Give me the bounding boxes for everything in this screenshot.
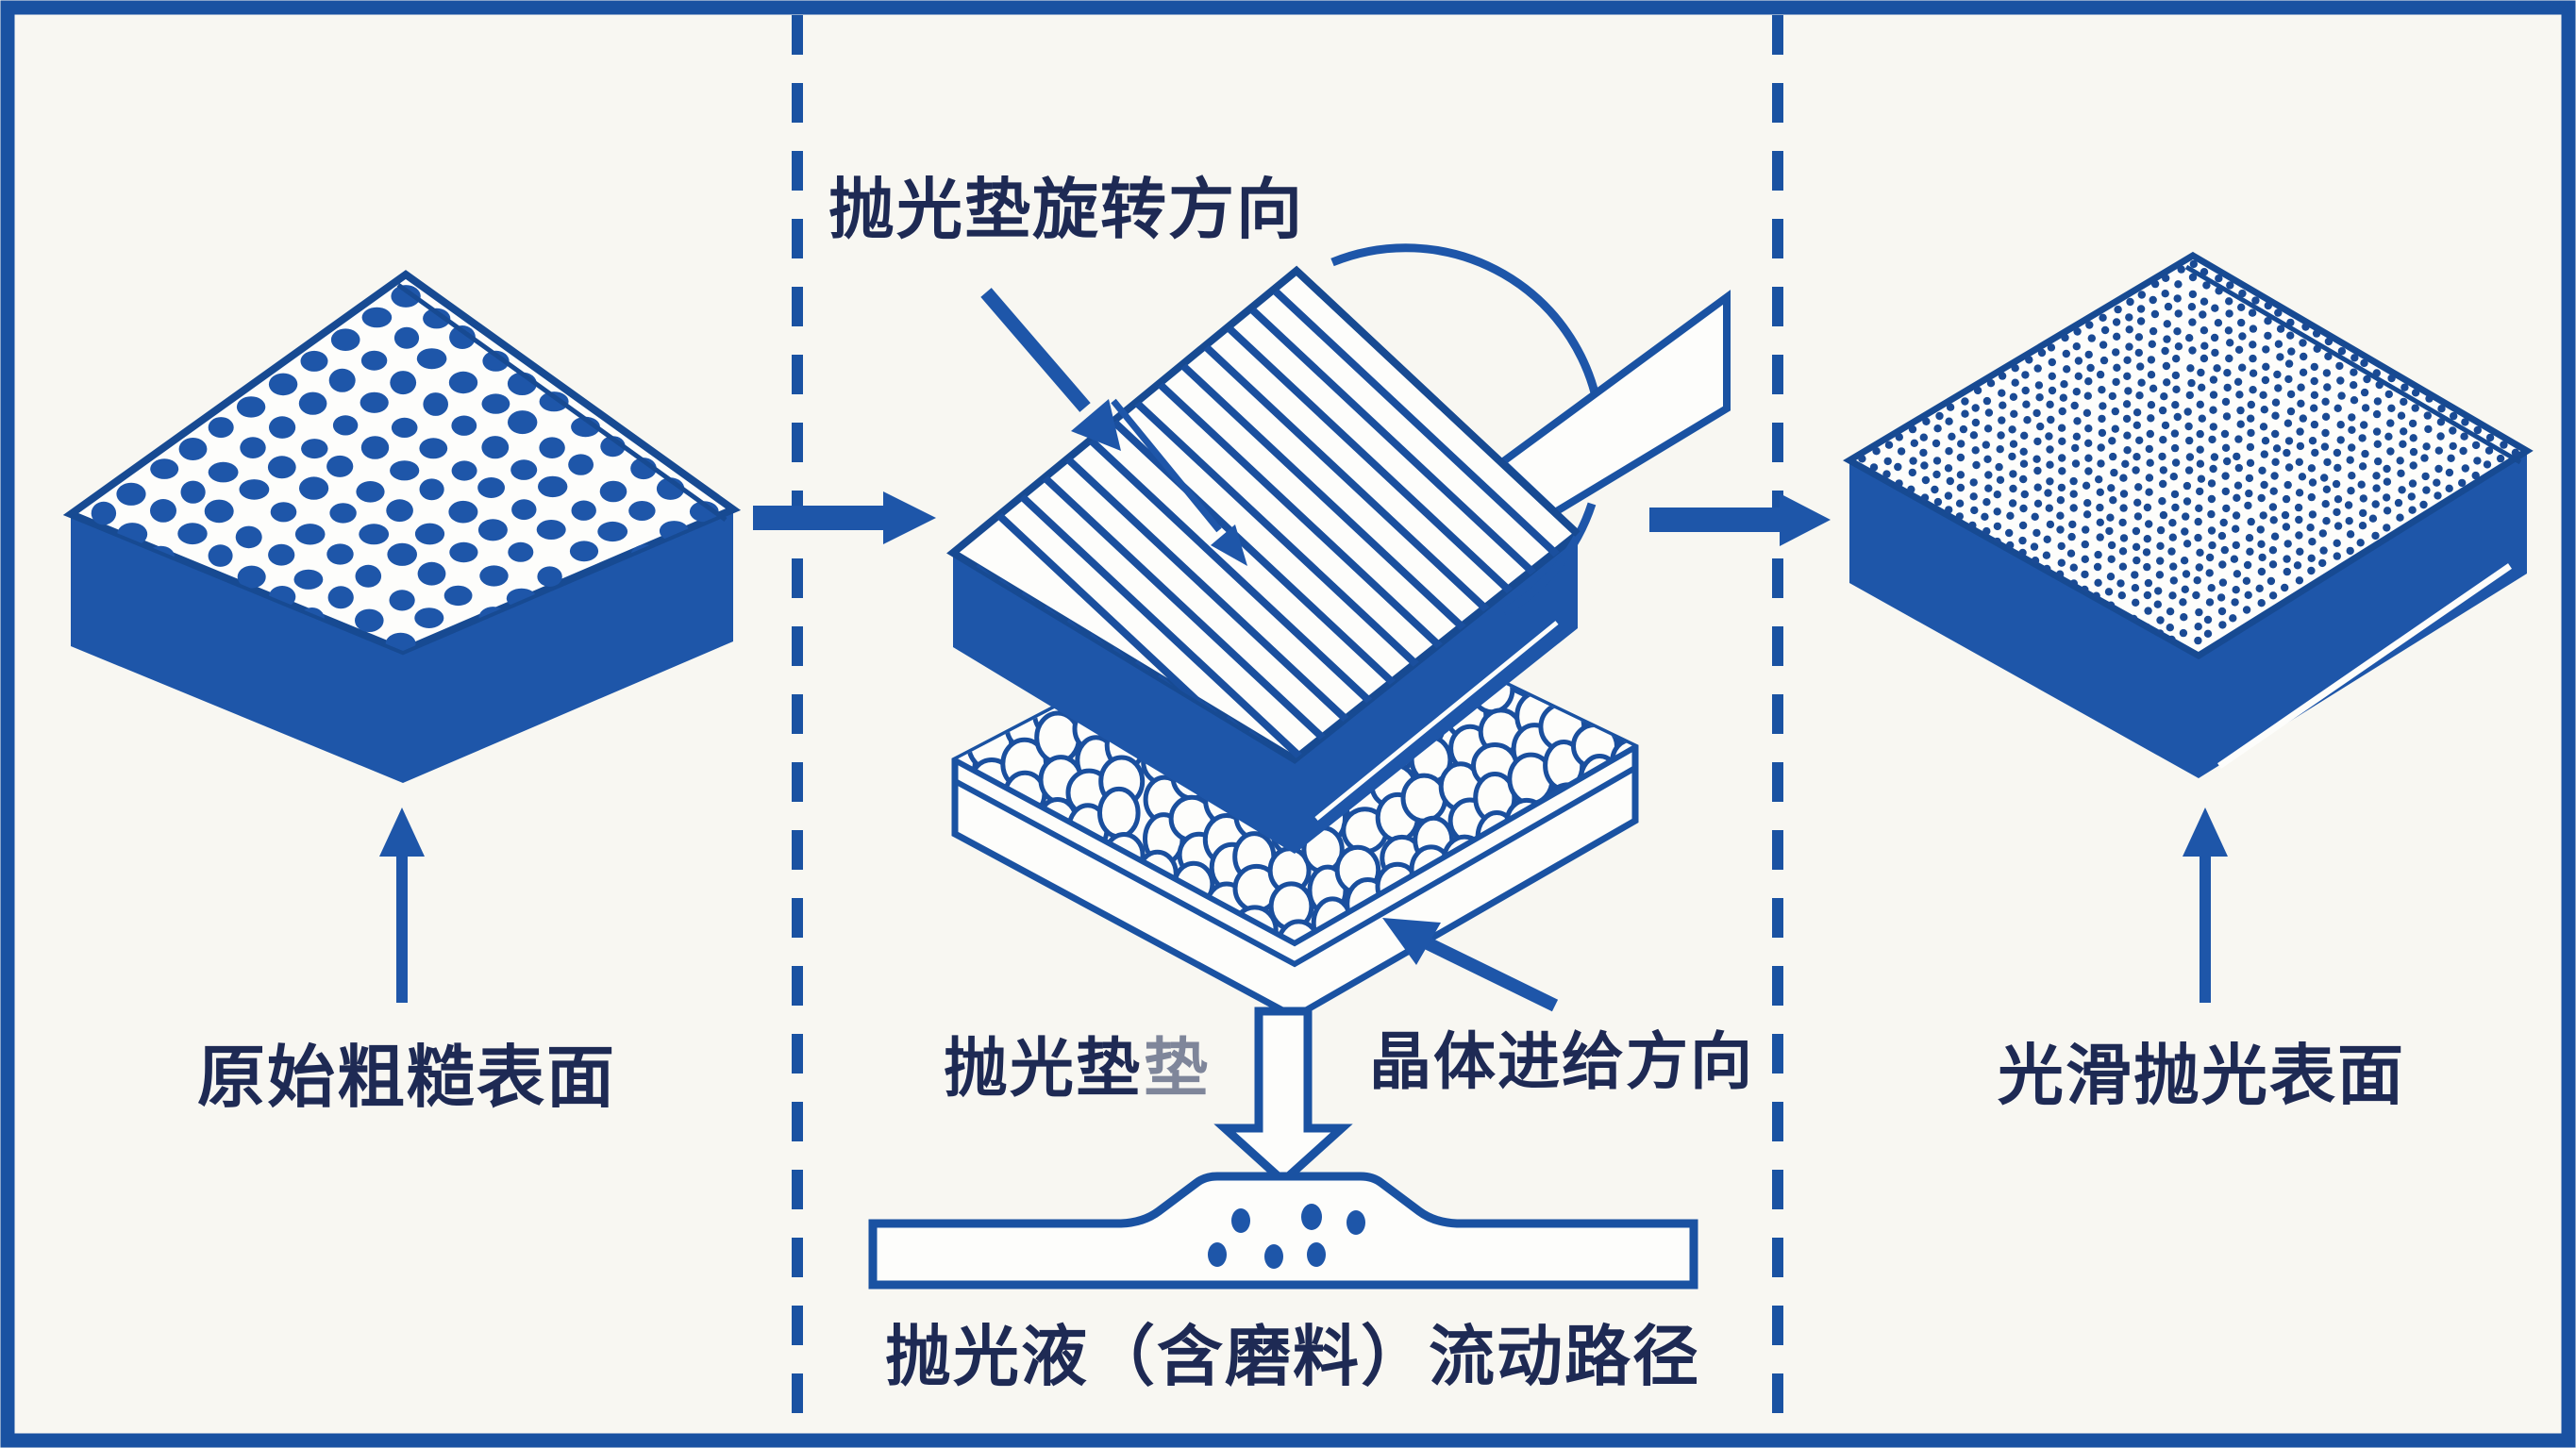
right-up-arrow [2183,807,2228,1003]
polished-block-rim-line [2184,264,2522,465]
rotation-label-arrow [980,288,1121,451]
rough-block-right-face [403,509,733,783]
crystal-feed-arrow [1382,918,1559,1012]
label-smooth-polished-surface: 光滑抛光表面 [1998,1039,2405,1112]
rough-wafer-block [62,270,742,783]
tray-top-edge [953,744,1637,947]
rough-block-left-face [71,514,403,783]
rotation-arc [1330,243,1604,616]
label-polishing-pad-ghost: 垫 [1144,1033,1210,1105]
label-slurry-flow-path: 抛光液（含磨料）流动路径 [885,1320,1700,1393]
rough-block-rim-line [396,282,728,523]
label-pad-rotation-direction: 抛光垫旋转方向 [828,173,1304,246]
label-polishing-pad: 抛光垫 [944,1033,1142,1105]
flow-arrow-middle-to-right [1649,493,1831,546]
polished-block-left-face [1849,460,2199,778]
polished-wafer-block [1843,251,2534,778]
pad-rotation-pointer [1111,398,1247,566]
slurry-down-arrow [1213,1007,1353,1188]
slurry-particles [1208,1204,1365,1269]
polished-block-highlight [2217,563,2512,769]
tray-rim-line [953,765,1637,968]
channel-profile [868,1172,1698,1290]
polished-block-right-face [2199,451,2527,778]
pad-front-edge-line [1294,268,1581,537]
slurry-flow-channel [868,1172,1698,1290]
flow-arrow-left-to-middle [753,491,936,544]
label-crystal-feed-direction: 晶体进给方向 [1369,1026,1754,1096]
left-up-arrow [379,807,425,1003]
pad-face-highlight [1314,621,1559,821]
pad-left-face [953,553,1295,854]
label-original-rough-surface: 原始粗糙表面 [197,1040,616,1116]
